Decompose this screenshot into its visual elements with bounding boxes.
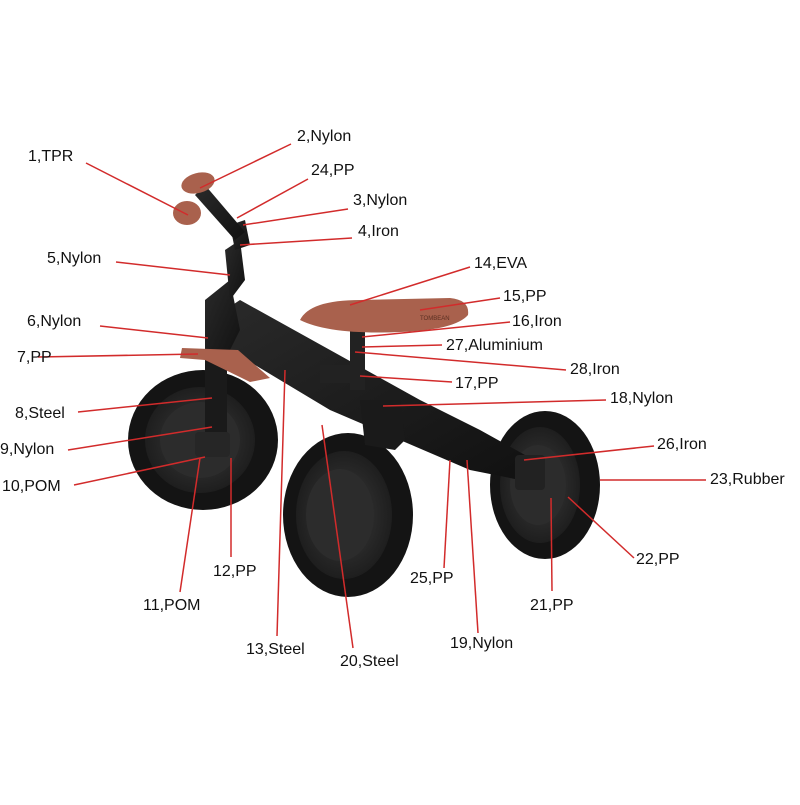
- pedal: [195, 432, 230, 457]
- seat-logo: TOMBEAN: [420, 316, 450, 322]
- leader-17: [359, 375, 453, 383]
- label-5: 5,Nylon: [47, 250, 102, 267]
- rear-left-wheel: [283, 433, 413, 597]
- label-13: 13,Steel: [246, 641, 305, 658]
- label-20: 20,Steel: [340, 653, 399, 670]
- label-15: 15,PP: [503, 288, 547, 305]
- leader-26: [523, 445, 655, 461]
- leader-2: [199, 143, 292, 189]
- label-21: 21,PP: [530, 597, 574, 614]
- leader-15: [419, 297, 501, 311]
- leader-9: [67, 426, 213, 451]
- label-3: 3,Nylon: [353, 192, 408, 209]
- label-2: 2,Nylon: [297, 128, 352, 145]
- leader-16: [361, 321, 511, 338]
- leader-27: [361, 344, 443, 348]
- label-1: 1,TPR: [28, 148, 74, 165]
- label-18: 18,Nylon: [610, 390, 674, 407]
- leader-11: [179, 457, 201, 593]
- label-8: 8,Steel: [15, 405, 65, 422]
- label-12: 12,PP: [213, 563, 257, 580]
- leader-3: [242, 208, 349, 226]
- leader-10: [73, 456, 206, 486]
- label-9: 9,Nylon: [0, 441, 55, 458]
- label-11: 11,POM: [143, 597, 201, 614]
- label-26: 26,Iron: [657, 436, 707, 453]
- label-6: 6,Nylon: [27, 313, 82, 330]
- label-7: 7,PP: [17, 349, 52, 366]
- leader-4: [239, 237, 353, 246]
- leader-8: [77, 397, 213, 413]
- leader-28: [354, 351, 567, 371]
- label-4: 4,Iron: [358, 223, 399, 240]
- label-22: 22,PP: [636, 551, 680, 568]
- label-25: 25,PP: [410, 570, 454, 587]
- leader-24: [236, 178, 309, 219]
- leader-22: [567, 496, 635, 559]
- bike-frame: [195, 185, 545, 490]
- leader-14: [349, 266, 471, 306]
- leader-5: [115, 261, 231, 276]
- handle-grips: [173, 172, 215, 225]
- label-24: 24,PP: [311, 162, 355, 179]
- leader-21: [550, 497, 553, 592]
- label-10: 10,POM: [2, 478, 61, 495]
- label-28: 28,Iron: [570, 361, 620, 378]
- leader-13: [276, 369, 286, 637]
- leader-6: [99, 325, 209, 339]
- label-16: 16,Iron: [512, 313, 562, 330]
- leader-lines: [37, 143, 706, 649]
- leader-1: [85, 162, 189, 216]
- footrest: [180, 348, 270, 382]
- label-23: 23,Rubber: [710, 471, 785, 488]
- seat: TOMBEAN: [300, 298, 469, 333]
- label-14: 14,EVA: [474, 255, 528, 272]
- leader-18: [382, 399, 607, 407]
- leader-19: [466, 459, 479, 634]
- label-19: 19,Nylon: [450, 635, 514, 652]
- label-17: 17,PP: [455, 375, 499, 392]
- label-27: 27,Aluminium: [446, 337, 543, 354]
- leader-25: [443, 459, 451, 569]
- leader-7: [37, 353, 199, 358]
- leader-20: [321, 424, 354, 649]
